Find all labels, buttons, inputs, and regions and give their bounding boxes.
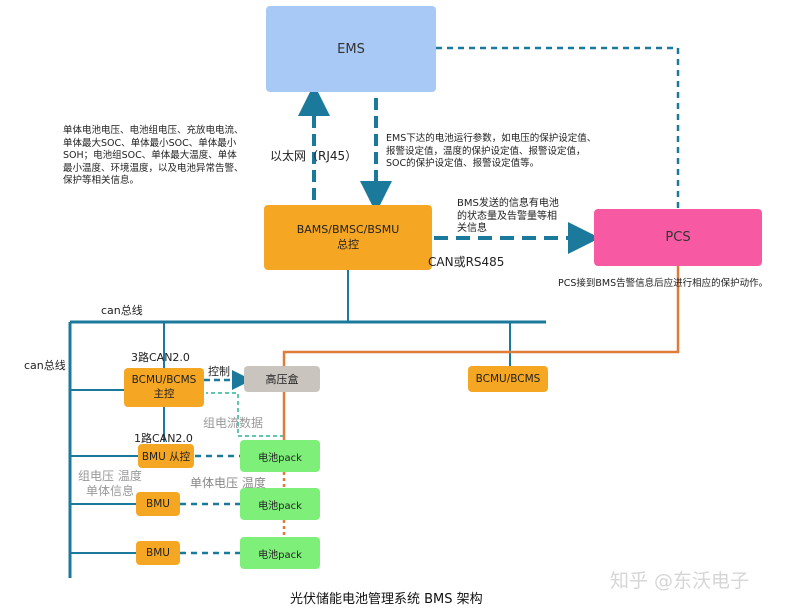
note-ems-params-line: SOC的保护设定值、报警设定值等。 xyxy=(386,158,540,169)
label-can-bus-left: can总线 xyxy=(24,359,66,372)
note-left-info-line: SOH；电池组SOC、单体最大温度、单体 xyxy=(63,150,237,161)
label-group-voltage-temp: 组电压 温度 xyxy=(78,469,142,483)
note-left-info-line: 保护等相关信息。 xyxy=(63,175,140,186)
label-can-1way: 1路CAN2.0 xyxy=(134,432,193,445)
node-pack-3-label: 电池pack xyxy=(258,549,302,561)
note-left-info-line: 最小温度、环境温度，以及电池异常告警、 xyxy=(63,162,244,174)
label-can-rs485: CAN或RS485 xyxy=(428,255,505,269)
label-group-current: 组电流数据 xyxy=(203,416,264,430)
node-bcmu-main: BCMU/BCMS 主控 xyxy=(124,368,204,407)
caption: 光伏储能电池管理系统 BMS 架构 xyxy=(290,592,483,607)
note-bms-to-pcs: BMS发送的信息有电池 的状态量及告警量等相 关信息 xyxy=(457,198,559,236)
node-pcs: PCS xyxy=(594,209,762,266)
node-pack-2: 电池pack xyxy=(240,488,320,520)
node-bcmu-main-line2: 主控 xyxy=(153,388,175,400)
note-left-info-line: 单体电池电压、电池组电压、充放电电流、 xyxy=(63,125,244,136)
node-ems: EMS xyxy=(266,6,436,92)
link-group-current xyxy=(206,392,284,437)
label-cell-voltage-temp: 单体电压 温度 xyxy=(190,476,266,490)
node-bmu-2-label: BMU xyxy=(146,498,170,510)
label-ethernet: 以太网（RJ45） xyxy=(270,149,358,163)
node-bcmu-main-line1: BCMU/BCMS xyxy=(131,374,197,386)
node-pcs-label: PCS xyxy=(665,230,691,245)
node-bcmu-right-label: BCMU/BCMS xyxy=(475,373,541,385)
node-bmu-3: BMU xyxy=(136,541,180,565)
node-bmu-slave: BMU 从控 xyxy=(138,444,194,468)
note-ems-params: EMS下达的电池运行参数，如电压的保护设定值、 报警设定值，温度的保护设定值、报… xyxy=(386,133,596,171)
note-left-info-line: 单体最大SOC、单体最小SOC、单体最小 xyxy=(63,137,237,149)
note-left-info: 单体电池电压、电池组电压、充放电电流、 单体最大SOC、单体最小SOC、单体最小… xyxy=(63,125,244,188)
node-pack-1-label: 电池pack xyxy=(258,452,302,464)
note-pcs-action: PCS接到BMS告警信息后应进行相应的保护动作。 xyxy=(558,278,769,289)
note-bms-to-pcs-line: BMS发送的信息有电池 xyxy=(457,198,559,209)
note-ems-params-line: EMS下达的电池运行参数，如电压的保护设定值、 xyxy=(386,133,597,144)
label-cell-info: 单体信息 xyxy=(86,484,135,498)
node-bmu-3-label: BMU xyxy=(146,547,170,559)
note-bms-to-pcs-line: 关信息 xyxy=(457,223,487,234)
power-line xyxy=(282,266,680,366)
node-ems-label: EMS xyxy=(337,41,365,57)
label-control: 控制 xyxy=(208,365,230,378)
note-ems-params-line: 报警设定值，温度的保护设定值、报警设定值， xyxy=(386,145,586,157)
note-bms-to-pcs-line: 的状态量及告警量等相 xyxy=(457,210,557,222)
link-ems-pcs xyxy=(436,46,680,208)
node-bams-line2: 总控 xyxy=(337,238,359,251)
label-can-3way: 3路CAN2.0 xyxy=(131,351,190,364)
watermark: 知乎 @东沃电子 xyxy=(610,570,750,592)
label-can-bus-top: can总线 xyxy=(101,304,143,317)
node-bcmu-right: BCMU/BCMS xyxy=(468,366,548,392)
node-pack-2-label: 电池pack xyxy=(258,500,302,512)
node-hv-box: 高压盒 xyxy=(244,366,320,392)
node-bmu-2: BMU xyxy=(136,492,180,516)
node-pack-3: 电池pack xyxy=(240,537,320,569)
node-bams: BAMS/BMSC/BSMU 总控 xyxy=(264,205,432,270)
node-bams-line1: BAMS/BMSC/BSMU xyxy=(296,223,400,236)
node-bmu-slave-label: BMU 从控 xyxy=(141,450,191,463)
node-pack-1: 电池pack xyxy=(240,440,320,472)
node-hv-box-label: 高压盒 xyxy=(265,373,299,386)
